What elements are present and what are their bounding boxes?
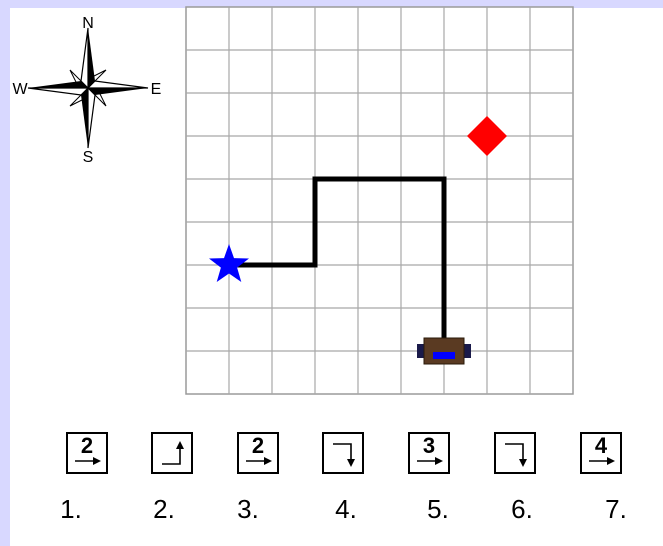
- forward-count: 4: [594, 433, 608, 458]
- command-step-label: 6.: [511, 494, 533, 524]
- forward-count: 2: [251, 433, 265, 458]
- turn-right-icon: [333, 443, 355, 467]
- compass-rose: N S E W: [12, 15, 162, 166]
- command-card-4[interactable]: [322, 432, 364, 474]
- grid: [185, 6, 574, 395]
- compass-north-label: N: [82, 15, 94, 32]
- command-step-label: 4.: [335, 494, 357, 524]
- command-card-7[interactable]: 4: [580, 432, 622, 474]
- robot-wheel: [417, 344, 425, 358]
- forward-count: 3: [422, 433, 436, 458]
- robot-car[interactable]: [417, 337, 471, 365]
- robot-body: [423, 337, 465, 365]
- robot-wheel: [463, 344, 471, 358]
- command-card-3[interactable]: 2: [237, 432, 279, 474]
- command-card-2[interactable]: [151, 432, 193, 474]
- robot-stripe: [433, 352, 455, 359]
- forward-count: 2: [80, 433, 94, 458]
- turn-right-icon: [505, 443, 527, 467]
- command-step-label: 1.: [60, 494, 82, 524]
- compass-west-label: W: [12, 81, 28, 98]
- robot-path: [229, 176, 447, 351]
- command-step-label: 3.: [237, 494, 259, 524]
- forward-arrow-icon: [589, 457, 615, 465]
- compass-south-label: S: [83, 149, 94, 166]
- goal-diamond-marker: [467, 116, 507, 156]
- start-star-marker: [209, 244, 249, 282]
- forward-arrow-icon: [417, 457, 443, 465]
- compass-east-label: E: [151, 81, 162, 98]
- forward-arrow-icon: [246, 457, 272, 465]
- turn-left-icon: [162, 441, 184, 465]
- command-card-5[interactable]: 3: [408, 432, 450, 474]
- command-step-label: 2.: [153, 494, 175, 524]
- game-board: [185, 6, 574, 395]
- command-card-6[interactable]: [494, 432, 536, 474]
- command-step-label: 7.: [605, 494, 627, 524]
- forward-arrow-icon: [75, 457, 101, 465]
- command-step-label: 5.: [427, 494, 449, 524]
- left-border: [0, 0, 10, 546]
- command-card-1[interactable]: 2: [66, 432, 108, 474]
- top-border: [0, 0, 663, 8]
